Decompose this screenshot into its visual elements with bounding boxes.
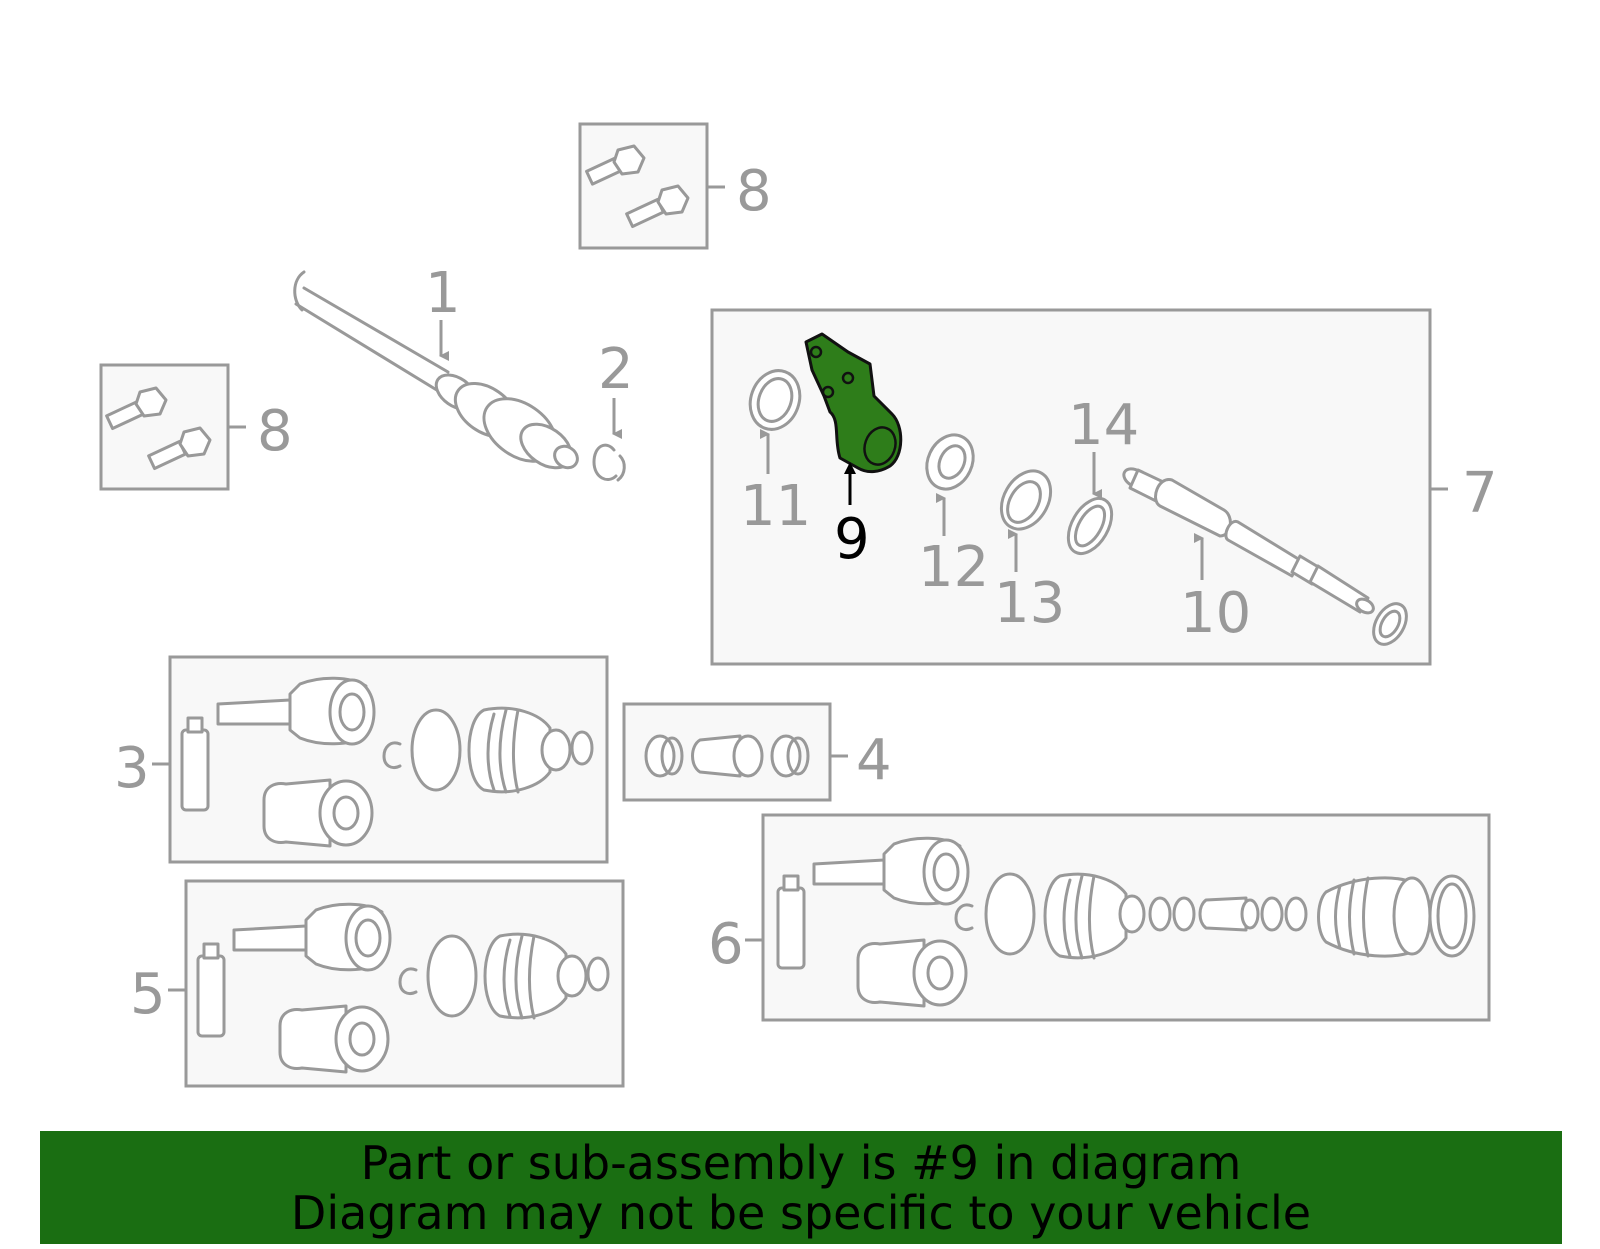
snap-ring-part[interactable]: 2 bbox=[592, 337, 634, 482]
clamp-icon bbox=[644, 734, 676, 778]
grease-tube-icon bbox=[776, 886, 806, 970]
callout-8-left[interactable]: 8 bbox=[257, 399, 293, 464]
seal-part-11[interactable]: 11 bbox=[740, 364, 811, 539]
callout-14[interactable]: 14 bbox=[1068, 393, 1139, 458]
bearing-part-12[interactable]: 12 bbox=[918, 427, 989, 600]
bolt-icon bbox=[585, 144, 646, 186]
o-ring-part-14[interactable]: 14 bbox=[1059, 393, 1139, 561]
grease-tube-icon bbox=[196, 954, 226, 1038]
callout-1[interactable]: 1 bbox=[425, 261, 461, 326]
bolt-kit-left[interactable]: 8 bbox=[99, 363, 293, 491]
callout-2[interactable]: 2 bbox=[598, 337, 634, 402]
banner-line-2: Diagram may not be specific to your vehi… bbox=[290, 1185, 1312, 1240]
bolt-kit-top[interactable]: 8 bbox=[578, 122, 772, 250]
callout-3[interactable]: 3 bbox=[114, 736, 150, 801]
callout-10[interactable]: 10 bbox=[1180, 581, 1251, 646]
clamp-icon bbox=[770, 734, 802, 778]
intermediate-shaft-part-10[interactable]: 10 bbox=[1121, 465, 1414, 650]
info-banner: Part or sub-assembly is #9 in diagram Di… bbox=[40, 1131, 1562, 1244]
cv-joint-kit-3[interactable]: 3 bbox=[114, 655, 609, 864]
callout-8-top[interactable]: 8 bbox=[736, 159, 772, 224]
callout-12[interactable]: 12 bbox=[918, 535, 989, 600]
callout-5[interactable]: 5 bbox=[130, 962, 166, 1027]
callout-13[interactable]: 13 bbox=[994, 571, 1065, 636]
boot-kit-4[interactable]: 4 bbox=[622, 702, 892, 802]
bolt-icon bbox=[105, 386, 168, 431]
callout-4[interactable]: 4 bbox=[856, 728, 892, 793]
callout-11[interactable]: 11 bbox=[740, 474, 811, 539]
bolt-icon bbox=[147, 426, 212, 471]
cv-joint-kit-5[interactable]: 5 bbox=[130, 879, 625, 1088]
banner-line-1: Part or sub-assembly is #9 in diagram bbox=[360, 1135, 1242, 1190]
cv-axle-kit-6[interactable]: 6 bbox=[708, 813, 1491, 1022]
splined-stub-icon bbox=[216, 698, 292, 726]
seal-part-13[interactable]: 13 bbox=[991, 462, 1065, 636]
callout-6[interactable]: 6 bbox=[708, 912, 744, 977]
bolt-icon bbox=[625, 184, 690, 229]
callout-7[interactable]: 7 bbox=[1462, 461, 1498, 526]
axle-shaft-part[interactable]: 1 bbox=[293, 261, 582, 477]
grease-tube-icon bbox=[180, 728, 210, 812]
callout-9[interactable]: 9 bbox=[834, 507, 870, 572]
bracket-part-9[interactable]: 9 bbox=[804, 332, 903, 572]
